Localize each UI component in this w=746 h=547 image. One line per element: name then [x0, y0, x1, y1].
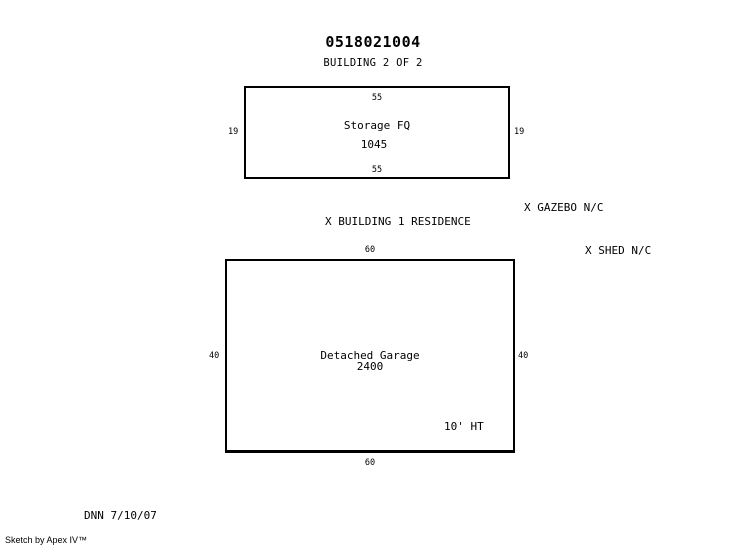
storage-right-dimension: 19 — [514, 127, 525, 137]
parcel-id-title: 0518021004 — [325, 33, 421, 51]
storage-area-label: 1045 — [360, 138, 388, 151]
storage-bottom-dimension: 55 — [371, 165, 383, 175]
shed-marker-label: X SHED N/C — [585, 244, 652, 257]
garage-top-dimension: 60 — [364, 245, 376, 255]
storage-name-label: Storage FQ — [343, 119, 411, 132]
building1-marker-label: X BUILDING 1 RESIDENCE — [325, 215, 471, 228]
garage-bottom-dimension: 60 — [364, 458, 376, 468]
garage-left-dimension: 40 — [209, 351, 220, 361]
garage-area-label: 2400 — [356, 360, 384, 373]
building-caption: BUILDING 2 OF 2 — [323, 57, 423, 69]
gazebo-marker-label: X GAZEBO N/C — [524, 201, 604, 214]
storage-building-outline — [244, 86, 510, 179]
initials-date-note: DNN 7/10/07 — [84, 509, 157, 522]
garage-height-note: 10' HT — [444, 420, 484, 433]
sketch-credit: Sketch by Apex IV™ — [5, 535, 88, 545]
garage-right-dimension: 40 — [518, 351, 529, 361]
storage-left-dimension: 19 — [228, 127, 239, 137]
garage-outline — [225, 259, 515, 453]
garage-name-label: Detached Garage — [320, 349, 420, 362]
storage-top-dimension: 55 — [371, 93, 383, 103]
